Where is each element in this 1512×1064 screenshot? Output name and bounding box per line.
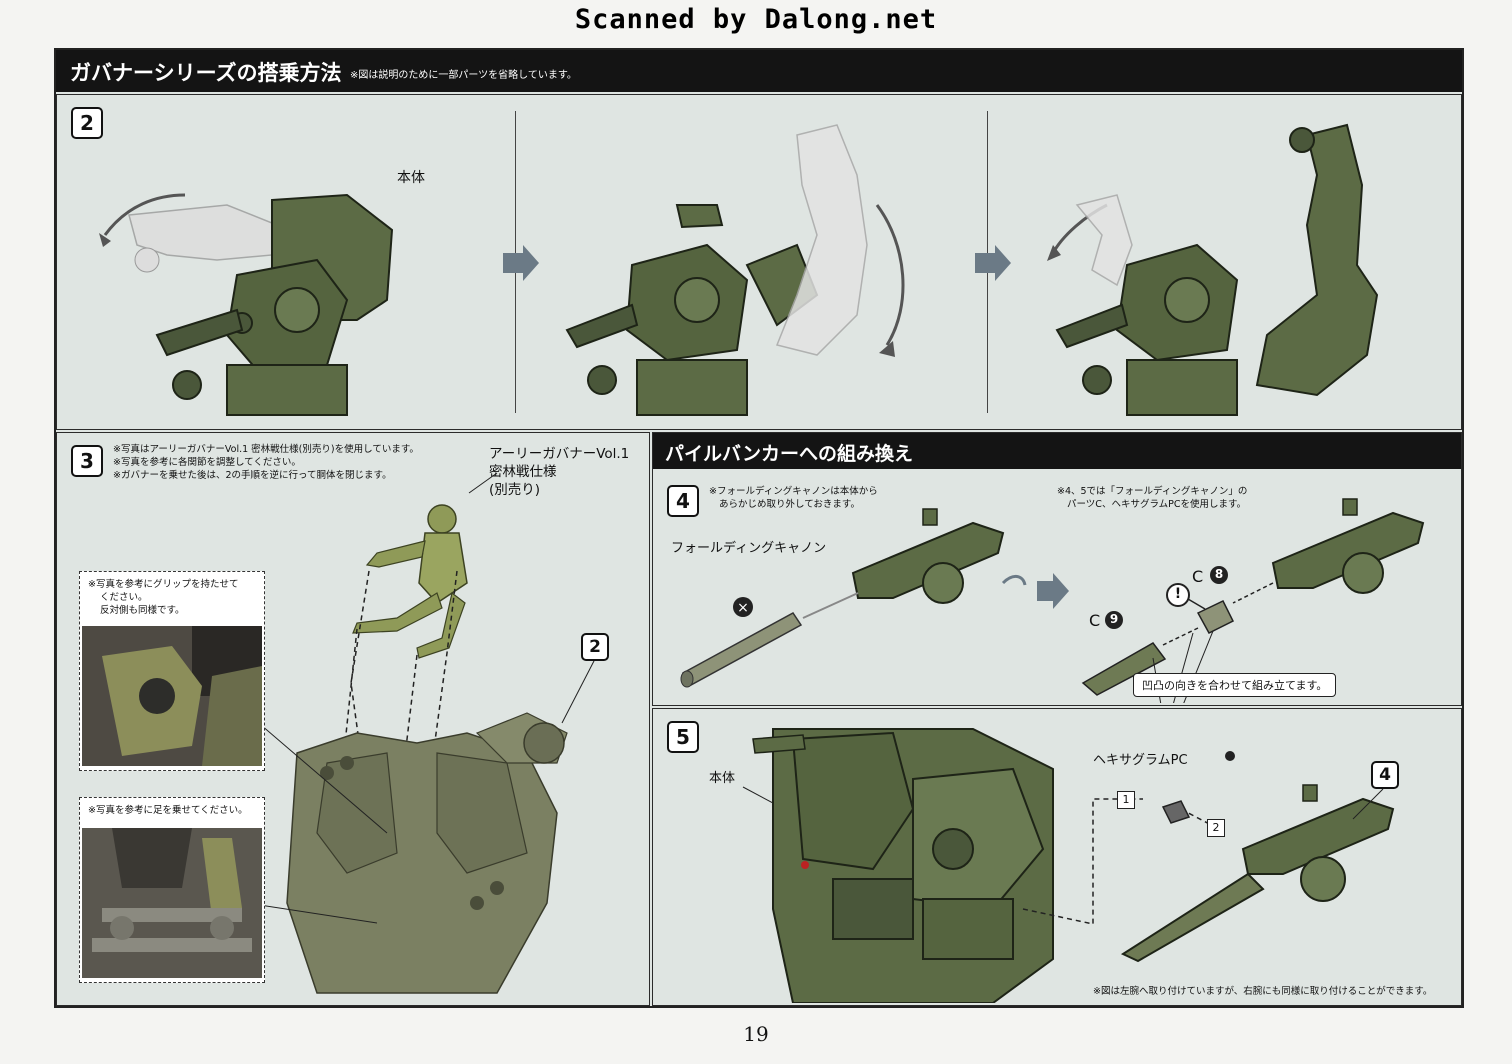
grip-caption-line-3: 反対側も同様です。 — [100, 605, 185, 616]
step-4-number: 4 — [667, 485, 699, 517]
hexagram-pc-part — [1196, 600, 1235, 634]
foot-photo-image — [82, 828, 262, 978]
open-torso-model — [286, 712, 568, 994]
mecha-frame-2 — [565, 124, 905, 416]
grip-detail-photo: ※写真を参考にグリップを持たせて ください。 反対側も同様です。 — [79, 571, 265, 771]
step-4-notes: ※フォールディングキャノンは本体から あらかじめ取り外しておきます。 — [709, 485, 878, 511]
part-c8-number: 8 — [1214, 567, 1224, 581]
removal-arrow — [802, 592, 859, 619]
step-3-note-3: ※ガバナーを乗せた後は、2の手順を逆に行って胴体を閉じます。 — [113, 470, 392, 481]
pile-bunker-header: パイルバンカーへの組み換え — [653, 433, 1461, 469]
pile-bunker-assembly — [1120, 784, 1395, 963]
step-4-illustration: × — [680, 498, 1425, 703]
step-5-footnote: ※図は左腕へ取り付けていますが、右腕にも同様に取り付けることができます。 — [1093, 986, 1433, 997]
part-c8-letter: C — [1192, 567, 1204, 586]
removed-pile-part — [680, 612, 803, 688]
folding-cannon — [851, 508, 1027, 604]
warning-mark: ! — [1174, 586, 1182, 602]
step-4-right-note-1: ※4、5では「フォールディングキャノン」の — [1057, 486, 1248, 497]
hexagram-pc-marker-icon — [1225, 751, 1235, 761]
step-2-panel: 2 本体 — [56, 94, 1462, 430]
mecha-body-closeup — [752, 728, 1054, 1003]
step-5-tag-1: 1 — [1117, 791, 1135, 809]
step-2-number: 2 — [71, 107, 103, 139]
foot-caption-line-1: ※写真を参考に足を乗せてください。 — [88, 805, 248, 816]
step-3-callout-2: 2 — [581, 633, 609, 661]
remove-mark-icon — [733, 597, 753, 617]
part-c8-badge — [1210, 566, 1228, 584]
step-5-illustration — [742, 728, 1395, 1003]
section-header: ガバナーシリーズの搭乗方法 ※図は説明のために一部パーツを省略しています。 — [56, 50, 1462, 92]
flow-arrow-2 — [975, 245, 1011, 281]
foot-photo-caption: ※写真を参考に足を乗せてください。 — [88, 804, 248, 817]
flow-arrow-3 — [1037, 573, 1069, 609]
page-number: 19 — [743, 1022, 769, 1046]
flow-arrow-1 — [503, 245, 539, 281]
step-3-note-1: ※写真はアーリーガバナーVol.1 密林戦仕様(別売り)を使用しています。 — [113, 444, 419, 455]
body-label: 本体 — [397, 170, 425, 186]
scan-watermark: Scanned by Dalong.net — [574, 4, 938, 35]
section-note: ※図は説明のために一部パーツを省略しています。 — [350, 70, 577, 81]
step-5-body-label: 本体 — [709, 771, 736, 786]
alignment-instruction: 凹凸の向きを合わせて組み立てます。 — [1133, 673, 1337, 697]
foot-detail-photo: ※写真を参考に足を乗せてください。 — [79, 797, 265, 983]
part-c9-number: 9 — [1109, 612, 1119, 626]
pile-bunker-section: パイルバンカーへの組み換え 4 ※フォールディングキャノンは本体から あらかじめ… — [652, 432, 1462, 706]
step-5-tag-2: 2 — [1207, 819, 1225, 837]
part-c9-badge — [1105, 611, 1123, 629]
pile-bunker-title: パイルバンカーへの組み換え — [665, 443, 913, 465]
grip-caption-line-1: ※写真を参考にグリップを持たせて — [88, 579, 239, 590]
pilot-label-line-2: 密林戦仕様 — [489, 464, 557, 480]
step-3-notes: ※写真はアーリーガバナーVol.1 密林戦仕様(別売り)を使用しています。 ※写… — [113, 443, 419, 482]
guide-line-1 — [350, 570, 378, 874]
step-2-illustrations — [99, 123, 1379, 416]
step-5-callout-4: 4 — [1371, 761, 1399, 789]
section-title: ガバナーシリーズの搭乗方法 — [70, 61, 342, 85]
step-3-note-2: ※写真を参考に各関節を調整してください。 — [113, 457, 301, 468]
pile-spike-part — [1081, 642, 1167, 696]
pilot-label-line-1: アーリーガバナーVol.1 — [489, 446, 630, 462]
step-4-right-note-2: パーツC、ヘキサグラムPCを使用します。 — [1067, 499, 1247, 510]
step-4-note-1: ※フォールディングキャノンは本体から — [709, 486, 878, 497]
mecha-frame-1 — [99, 193, 394, 416]
step-4-note-2: あらかじめ取り外しておきます。 — [719, 499, 860, 510]
step-5-number: 5 — [667, 721, 699, 753]
guide-line-2 — [416, 570, 458, 874]
folding-cannon-label: フォールディングキャノン — [671, 541, 827, 556]
step-3-photo-illustration — [246, 472, 596, 994]
step-3-number: 3 — [71, 445, 103, 477]
mecha-frame-3 — [1047, 123, 1379, 416]
pilot-figure-label: アーリーガバナーVol.1 密林戦仕様 (別売り) — [489, 445, 629, 499]
instruction-sheet: ガバナーシリーズの搭乗方法 ※図は説明のために一部パーツを省略しています。 2 … — [54, 48, 1464, 1008]
hexagram-pc-label: ヘキサグラムPC — [1093, 753, 1188, 768]
svg-text:×: × — [737, 600, 749, 616]
step-3-panel: 3 ※写真はアーリーガバナーVol.1 密林戦仕様(別売り)を使用しています。 … — [56, 432, 650, 1006]
pilot-label-line-3: (別売り) — [489, 482, 541, 498]
grip-photo-image — [82, 626, 262, 766]
step-5-panel: 5 本体 ヘキサグラムPC — [652, 708, 1462, 1006]
grip-photo-caption: ※写真を参考にグリップを持たせて ください。 反対側も同様です。 — [88, 578, 238, 617]
part-c9-letter: C — [1089, 611, 1101, 630]
warning-icon — [1166, 583, 1190, 607]
hexagram-pc-piece — [1161, 800, 1191, 824]
pilot-figure — [352, 504, 468, 659]
step-4-right-notes: ※4、5では「フォールディングキャノン」の パーツC、ヘキサグラムPCを使用しま… — [1057, 485, 1247, 511]
grip-caption-line-2: ください。 — [100, 592, 148, 603]
cannon-with-pile — [1271, 498, 1425, 594]
